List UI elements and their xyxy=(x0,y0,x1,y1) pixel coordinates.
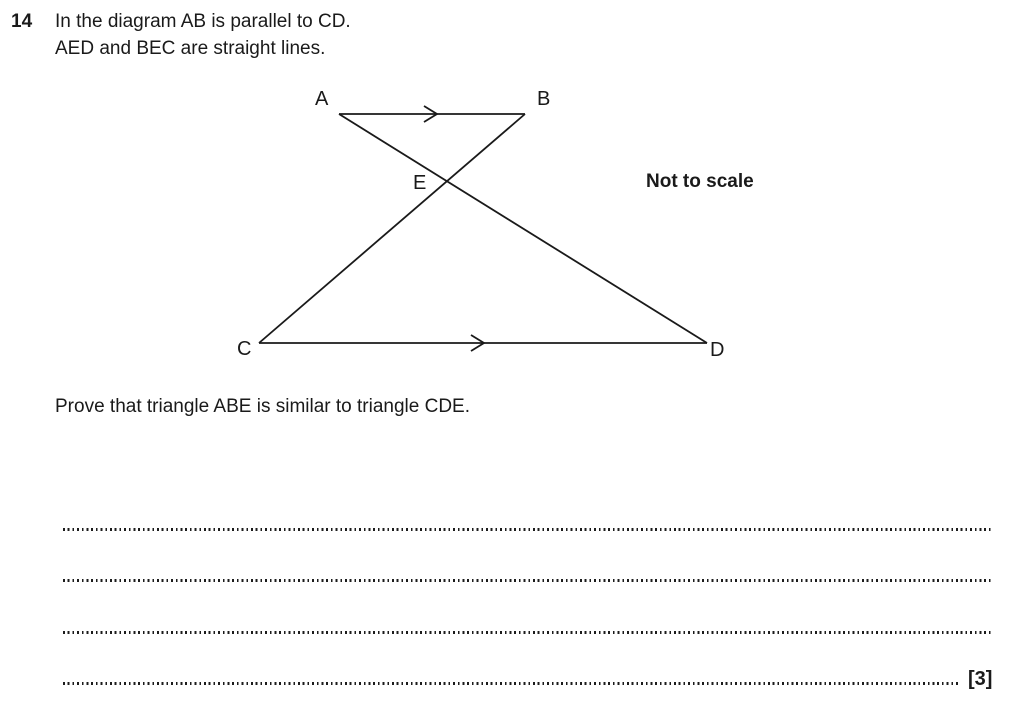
parallel-arrow-icon-CD xyxy=(470,334,486,352)
point-label-E: E xyxy=(413,172,427,194)
parallel-arrow-icon-AB xyxy=(423,105,439,123)
question-statement-line1: In the diagram AB is parallel to CD. xyxy=(55,11,351,32)
answer-dotted-line xyxy=(63,528,991,531)
question-prompt: Prove that triangle ABE is similar to tr… xyxy=(55,396,471,417)
marks-badge: [3] xyxy=(968,668,993,690)
question-number: 14 xyxy=(11,11,33,32)
segment-AED xyxy=(338,113,708,344)
not-to-scale-note: Not to scale xyxy=(646,171,754,192)
answer-dotted-line xyxy=(63,579,991,582)
point-label-A: A xyxy=(315,88,329,110)
point-label-C: C xyxy=(237,338,252,360)
answer-dotted-line xyxy=(63,631,991,634)
segment-BEC xyxy=(258,113,526,344)
point-label-D: D xyxy=(710,339,725,361)
point-label-B: B xyxy=(537,88,551,110)
answer-dotted-line xyxy=(63,682,958,685)
question-statement-line2: AED and BEC are straight lines. xyxy=(55,38,326,59)
